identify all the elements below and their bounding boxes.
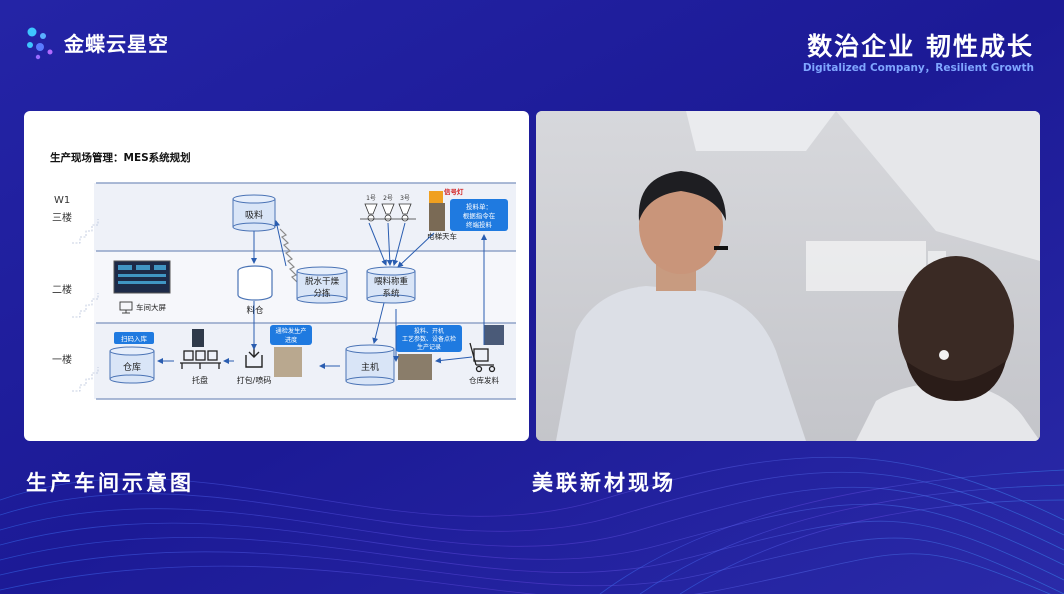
brand-logo: 金蝶云星空 xyxy=(24,22,169,62)
silo-label: 料仓 xyxy=(246,305,264,316)
pallet-label: 托盘 xyxy=(192,375,208,385)
stairs-decoration xyxy=(72,219,99,392)
elevator-label: 电梯天车 xyxy=(427,231,457,241)
big-screen-label: 车间大屏 xyxy=(136,302,166,312)
warehouse-label: 仓库 xyxy=(123,361,141,373)
pallet-icon xyxy=(180,350,221,369)
floor-label-w1: W1 xyxy=(54,195,70,206)
scanner-photo xyxy=(192,329,204,347)
slogan: 数治企业 韧性成长 Digitalized Company，Resilient … xyxy=(803,32,1034,74)
elevator-photo xyxy=(429,203,445,231)
man-figure xyxy=(556,171,806,441)
slogan-en: Digitalized Company，Resilient Growth xyxy=(802,62,1034,74)
flow-arrows xyxy=(157,220,487,369)
slide-title: 生产现场管理：MES系统规划 xyxy=(50,151,191,164)
progress-line1: 通检发生产 xyxy=(276,327,307,335)
caption-site: 美联新材现场 xyxy=(532,471,676,495)
warehouse-out-photo xyxy=(484,325,504,345)
progress-callout xyxy=(270,325,312,345)
hopper-label-2: 2号 xyxy=(383,195,393,202)
warehouse-out-label: 仓库发料 xyxy=(469,375,499,385)
host-cylinder: 主机 xyxy=(345,344,395,386)
spring-pipe xyxy=(279,228,299,284)
dispatch-line1: 投料单： xyxy=(466,202,492,211)
site-video xyxy=(536,111,1040,441)
warehouse-out-icon xyxy=(469,342,496,373)
slogan-cn: 数治企业 韧性成长 xyxy=(807,32,1034,61)
floor-label-second: 二楼 xyxy=(52,283,72,296)
dispatch-line3: 终端投料 xyxy=(466,220,493,229)
floor-band-third xyxy=(94,183,516,251)
suction-label: 吸料 xyxy=(245,209,263,221)
scan-inbound-label: 扫码入库 xyxy=(121,334,148,343)
feed-label-line2: 系统 xyxy=(382,288,400,299)
hoppers: 1号 2号 3号 xyxy=(360,195,416,222)
signal-light-photo xyxy=(429,191,443,203)
feed-label-line1: 喂料称重 xyxy=(374,276,409,287)
host-label: 主机 xyxy=(361,361,379,373)
packing-label: 打包/喷码 xyxy=(237,375,272,385)
hopper-label-3: 3号 xyxy=(400,195,410,202)
monitor-icon xyxy=(119,301,133,314)
record-line3: 生产记录 xyxy=(417,343,441,351)
mes-diagram-slide: 生产现场管理：MES系统规划 W1 三楼 二楼 一楼 吸料 xyxy=(24,111,529,441)
dewater-label-line1: 脱水干燥 xyxy=(305,276,340,287)
dewater-cylinder: 脱水干燥 分拣 xyxy=(296,266,348,304)
floor-label-third: 三楼 xyxy=(52,211,72,224)
feed-weighing-cylinder: 喂料称重 系统 xyxy=(366,266,416,304)
woman-figure xyxy=(856,256,1040,441)
progress-line2: 进度 xyxy=(285,336,297,344)
signal-light-label: 信号灯 xyxy=(444,187,464,196)
floor-label-first: 一楼 xyxy=(52,353,72,366)
dispatch-line2: 根据指令在 xyxy=(463,211,496,220)
kingdee-logo-icon xyxy=(27,27,53,60)
packing-photo xyxy=(274,347,302,377)
record-callout xyxy=(396,325,462,352)
host-photo xyxy=(398,354,432,380)
record-line1: 投料、开机 xyxy=(414,327,444,335)
warehouse-cylinder: 仓库 xyxy=(109,346,155,384)
record-line2: 工艺参数、设备点检 xyxy=(402,335,456,343)
caption-workshop: 生产车间示意图 xyxy=(26,471,194,495)
suction-cylinder: 吸料 xyxy=(232,194,276,232)
hopper-label-1: 1号 xyxy=(366,195,376,202)
dewater-label-line2: 分拣 xyxy=(313,288,331,299)
brand-name: 金蝶云星空 xyxy=(64,31,169,56)
silo-stack-icon xyxy=(237,265,273,301)
scan-inbound-tag xyxy=(114,332,154,344)
dispatch-callout xyxy=(450,199,508,231)
